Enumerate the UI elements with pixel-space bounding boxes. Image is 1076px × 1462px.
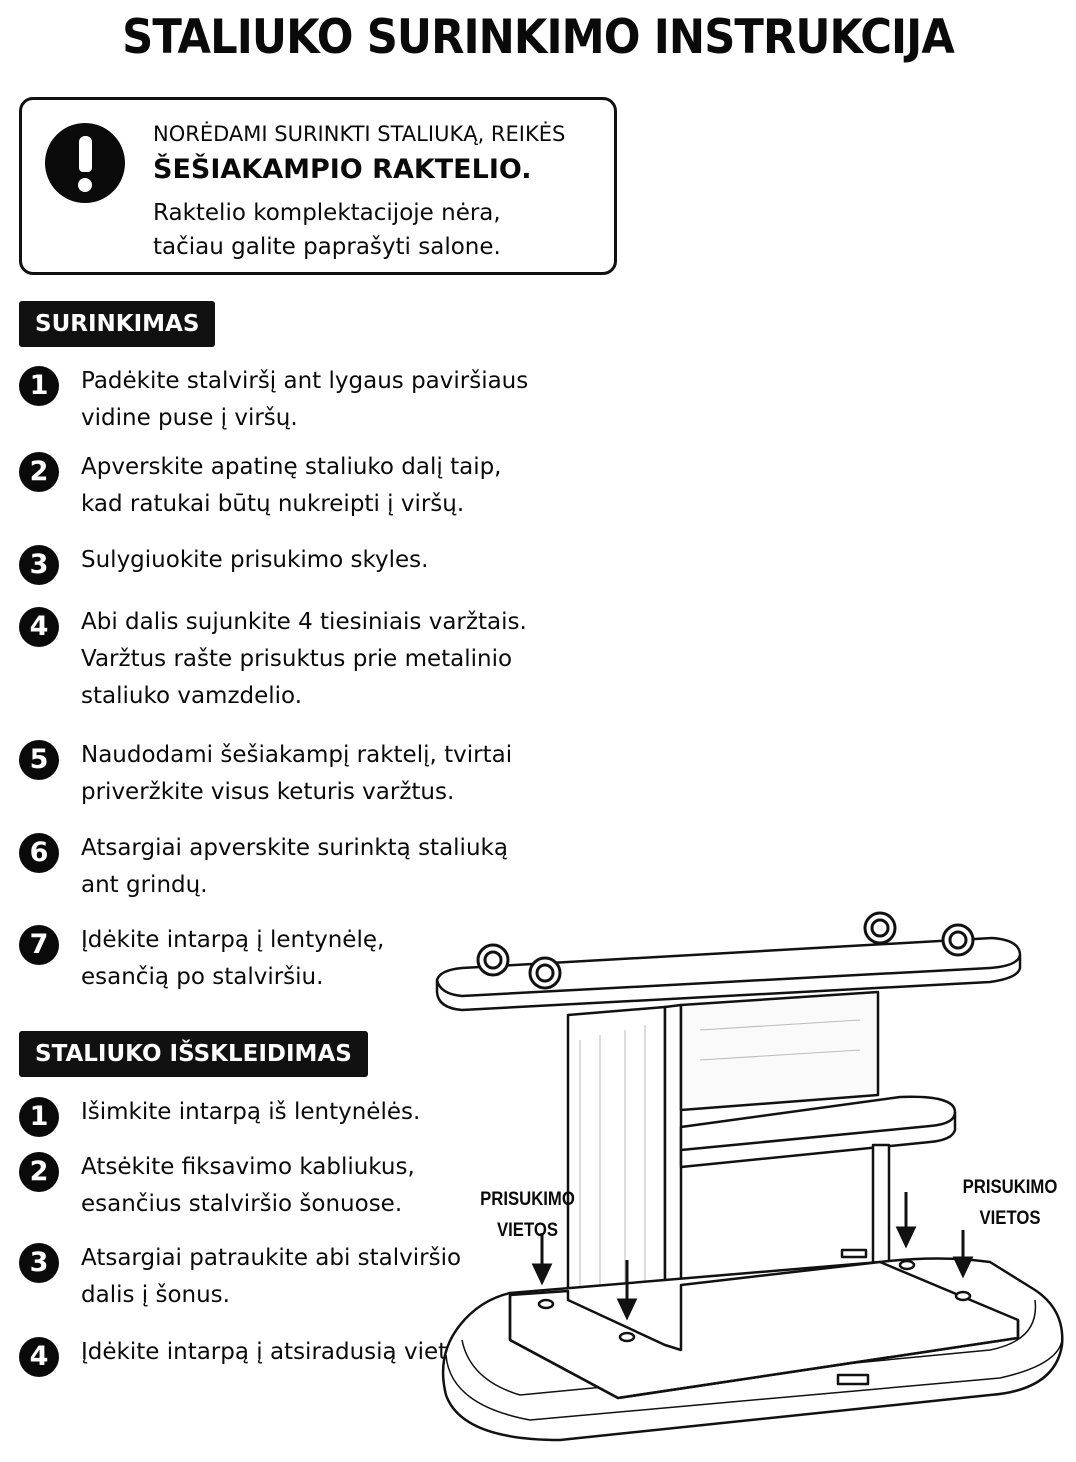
step-text: Sulygiuokite prisukimo skyles. — [81, 547, 429, 573]
step-number: 6 — [19, 833, 59, 873]
step-text: Padėkite stalviršį ant lygaus paviršiaus… — [81, 368, 529, 431]
step-text: Išimkite intarpą iš lentynėlės. — [81, 1099, 421, 1125]
notice-line-3: Raktelio komplektacijoje nėra, — [153, 200, 501, 226]
step-text: Atsėkite fiksavimo kabliukus, esančius s… — [81, 1154, 415, 1217]
step-number: 4 — [19, 607, 59, 647]
step-number: 1 — [19, 1097, 59, 1137]
section-heading-assembly: SURINKIMAS — [19, 301, 216, 347]
step-text: Atsargiai patraukite abi stalviršio dali… — [81, 1245, 462, 1308]
page-title: STALIUKO SURINKIMO INSTRUKCIJA — [122, 10, 955, 65]
step-number: 2 — [19, 452, 59, 492]
section-heading-unfolding: STALIUKO IŠSKLEIDIMAS — [19, 1031, 368, 1077]
callout-mounting-right: PRISUKIMO VIETOS — [962, 1177, 1058, 1229]
notice-line-4: tačiau galite paprašyti salone. — [153, 234, 501, 260]
step-number: 5 — [19, 740, 59, 780]
notice-line-1: NORĖDAMI SURINKTI STALIUKĄ, REIKĖS — [153, 122, 566, 146]
notice-box: NORĖDAMI SURINKTI STALIUKĄ, REIKĖS ŠEŠIA… — [19, 97, 617, 275]
step-text: Abi dalis sujunkite 4 tiesiniais varžtai… — [81, 609, 527, 709]
exclamation-icon — [45, 123, 125, 203]
step-text: Apverskite apatinę staliuko dalį taip, k… — [81, 454, 502, 517]
step-text: Atsargiai apverskite surinktą staliuką a… — [81, 835, 508, 898]
step-number: 1 — [19, 366, 59, 406]
step-text: Įdėkite intarpą į lentynėlę, esančią po … — [81, 927, 385, 990]
step-number: 3 — [19, 1243, 59, 1283]
notice-line-2: ŠEŠIAKAMPIO RAKTELIO. — [153, 154, 532, 185]
step-number: 2 — [19, 1152, 59, 1192]
step-number: 3 — [19, 545, 59, 585]
step-text: Naudodami šešiakampį raktelį, tvirtai pr… — [81, 742, 513, 805]
step-number: 4 — [19, 1337, 59, 1377]
callout-mounting-left: PRISUKIMO VIETOS — [480, 1189, 575, 1241]
step-number: 7 — [19, 925, 59, 965]
